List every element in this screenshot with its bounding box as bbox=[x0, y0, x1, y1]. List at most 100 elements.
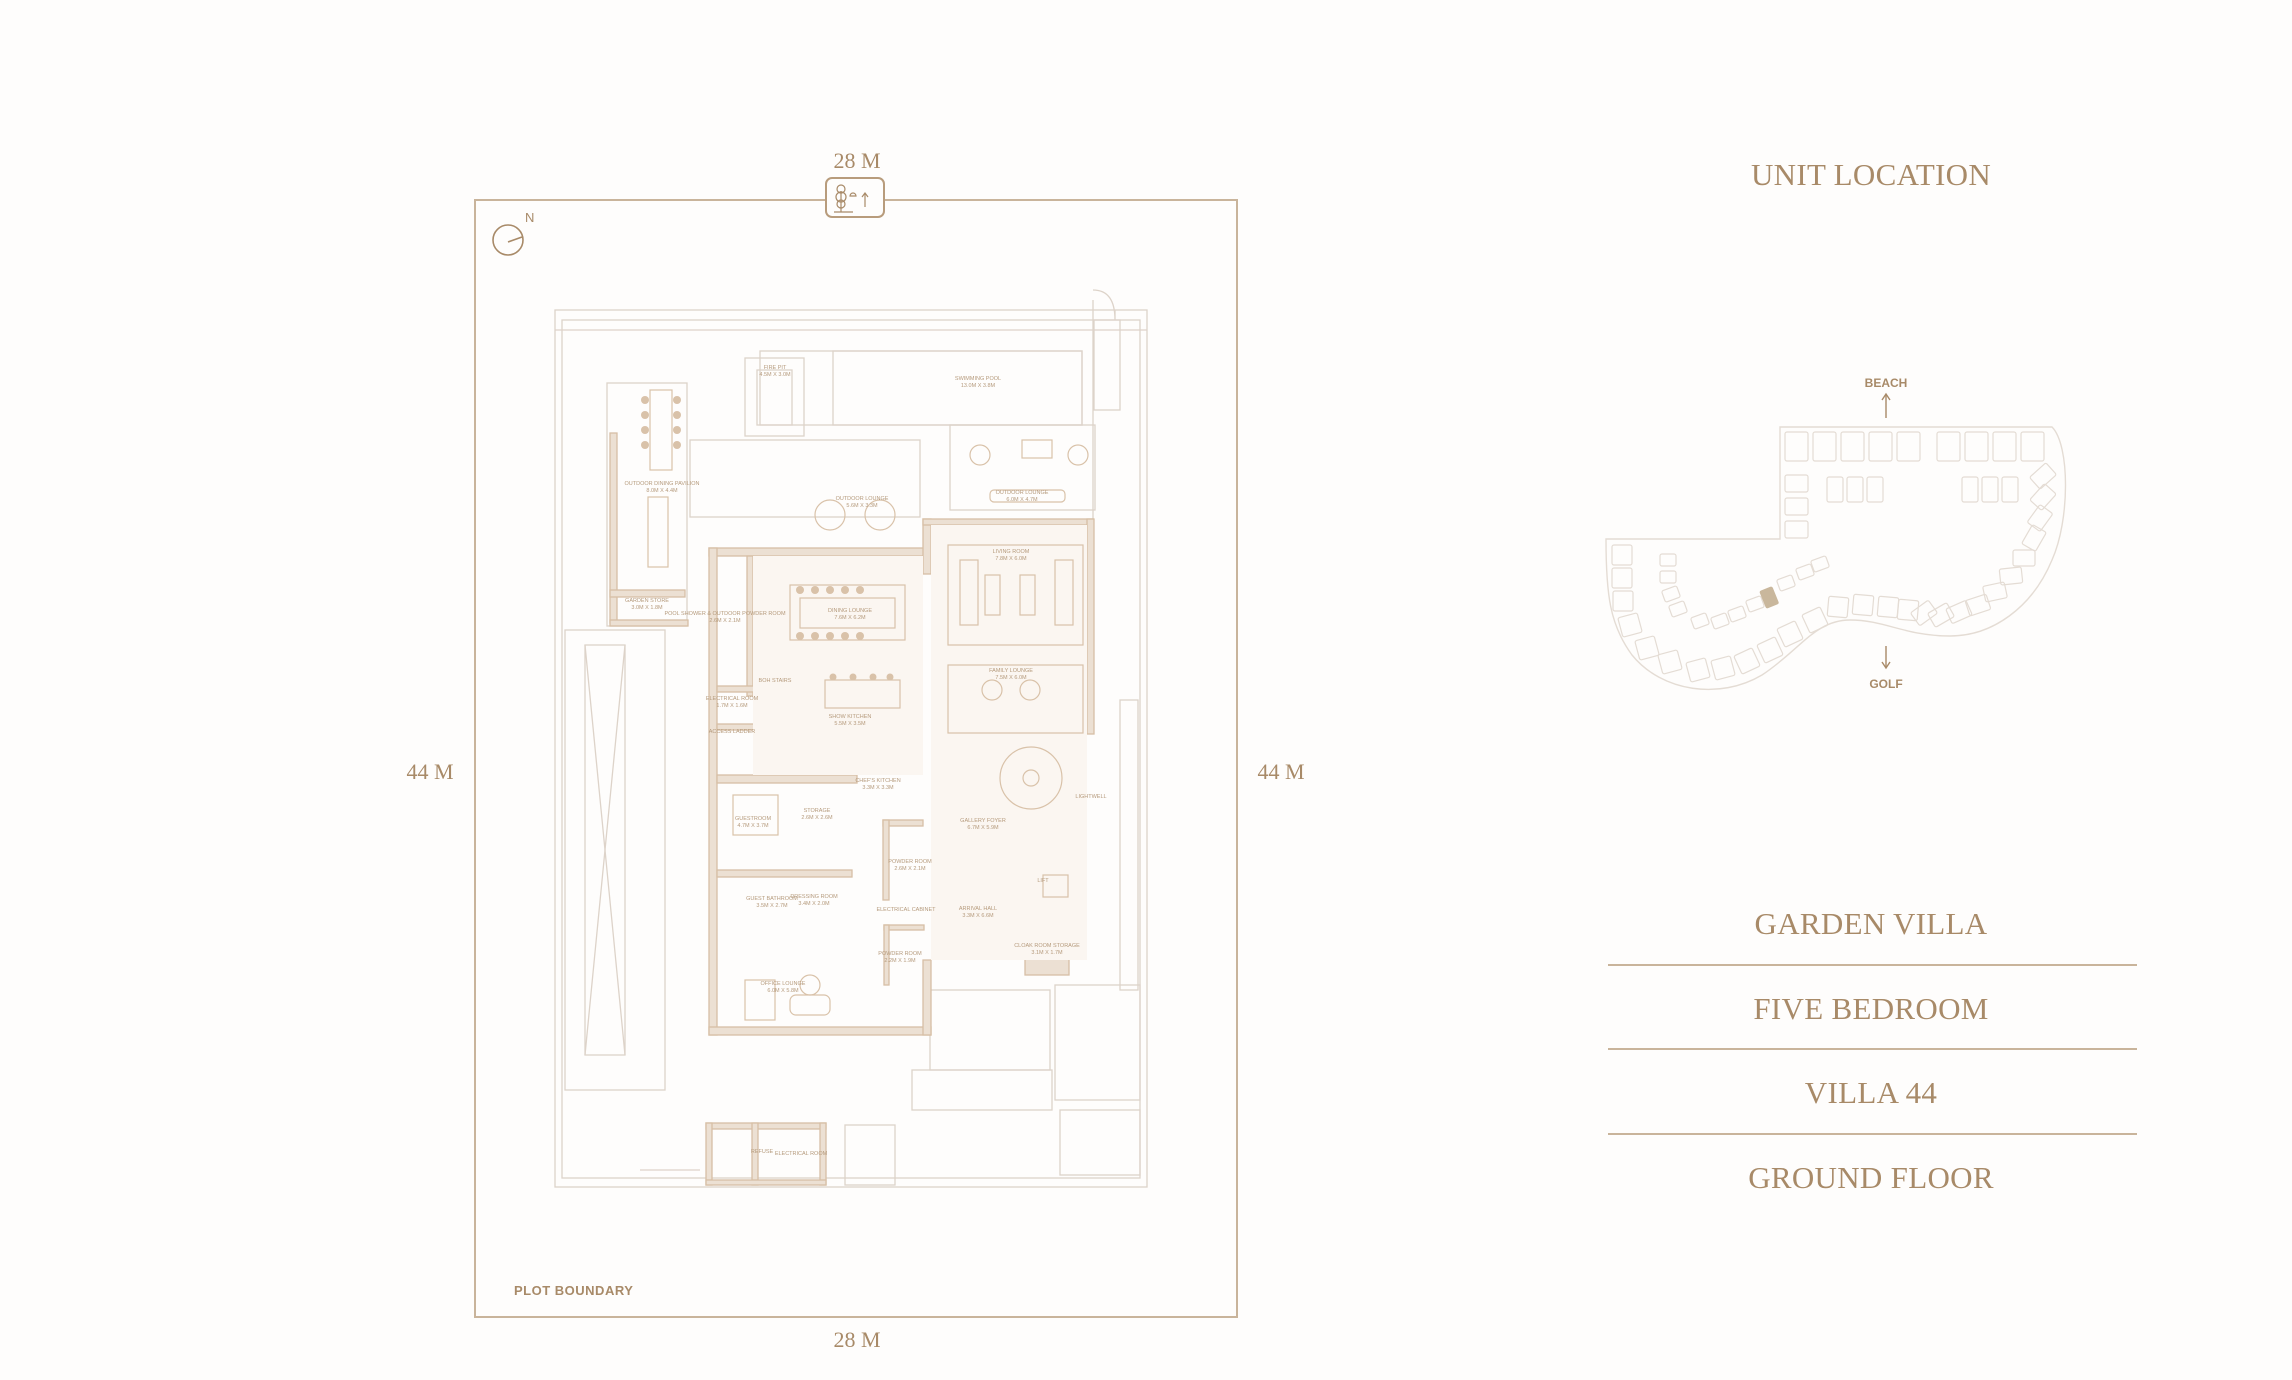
room-label: GUEST BATHROOM bbox=[746, 896, 798, 902]
unit-plot bbox=[1784, 497, 1809, 516]
room-size: 6.7M X 5.9M bbox=[967, 825, 999, 831]
unit-plot bbox=[1611, 567, 1633, 589]
unit-plot bbox=[1936, 431, 1961, 462]
room-size: 6.0M X 5.8M bbox=[767, 988, 799, 994]
park-direction-icon bbox=[825, 177, 885, 218]
unit-plot bbox=[1795, 563, 1815, 581]
room-label: STORAGE bbox=[804, 808, 831, 814]
unit-location-title: UNIT LOCATION bbox=[1750, 157, 1992, 192]
unit-plot bbox=[1657, 649, 1683, 675]
unit-plot bbox=[1998, 566, 2024, 586]
unit-plot bbox=[1745, 595, 1765, 613]
room-label: ELECTRICAL ROOM bbox=[706, 696, 759, 702]
unit-plot bbox=[1776, 574, 1796, 592]
furniture bbox=[647, 389, 1089, 1021]
unit-plot bbox=[1727, 605, 1747, 623]
unit-plot bbox=[1784, 520, 1809, 539]
room-label: LIFT bbox=[1037, 878, 1049, 884]
room-label: LIGHTWELL bbox=[1075, 794, 1106, 800]
room-label: OUTDOOR LOUNGE bbox=[836, 496, 889, 502]
room-size: 7.5M X 6.0M bbox=[995, 675, 1027, 681]
unit-plot bbox=[1961, 476, 1979, 503]
room-label: CLOAK ROOM STORAGE bbox=[1014, 943, 1080, 949]
room-size: 3.5M X 2.7M bbox=[756, 903, 788, 909]
room-size: 13.0M X 3.8M bbox=[961, 383, 996, 389]
room-label: FIRE PIT bbox=[764, 365, 787, 371]
villa-type: GARDEN VILLA bbox=[1754, 906, 1988, 941]
room-size: 2.6M X 2.1M bbox=[709, 618, 741, 624]
unit-plot bbox=[1910, 600, 1938, 626]
bedroom-count: FIVE BEDROOM bbox=[1753, 991, 1989, 1026]
unit-plot bbox=[1776, 620, 1804, 648]
unit-plot bbox=[1710, 655, 1736, 681]
room-label: DRESSING ROOM bbox=[790, 894, 838, 900]
room-label: OUTDOOR LOUNGE bbox=[996, 490, 1049, 496]
chairs bbox=[641, 396, 894, 681]
north-compass-icon bbox=[492, 212, 536, 256]
room-label: ELECTRICAL ROOM bbox=[775, 1151, 828, 1157]
beach-arrow-head bbox=[1881, 392, 1891, 401]
unit-plot bbox=[1801, 606, 1829, 634]
room-label: POWDER ROOM bbox=[878, 951, 922, 957]
unit-plot bbox=[1866, 476, 1884, 503]
villa-number: VILLA 44 bbox=[1804, 1075, 1938, 1110]
unit-plot bbox=[1851, 593, 1875, 617]
unit-plot bbox=[1964, 431, 1989, 462]
unit-plot bbox=[1710, 612, 1730, 630]
room-size: 2.2M X 1.9M bbox=[884, 958, 916, 964]
unit-plot bbox=[1945, 600, 1973, 624]
unit-plot bbox=[2029, 462, 2057, 490]
unit-plot bbox=[1826, 476, 1844, 503]
divider bbox=[1608, 1133, 2137, 1135]
unit-plot bbox=[1634, 635, 1660, 661]
unit-plot bbox=[1659, 570, 1677, 584]
room-size: 7.6M X 6.2M bbox=[834, 615, 866, 621]
left-depth-label: 44 M bbox=[406, 759, 454, 784]
room-label: SWIMMING POOL bbox=[955, 376, 1001, 382]
room-label: POOL SHOWER & OUTDOOR POWDER ROOM bbox=[664, 611, 786, 617]
room-size: 4.5M X 3.0M bbox=[759, 372, 791, 378]
room-label: ACCESS LADDER bbox=[709, 729, 755, 735]
room-size: 8.0M X 4.4M bbox=[646, 488, 678, 494]
room-size: 2.6M X 2.1M bbox=[894, 866, 926, 872]
room-size: 3.0M X 1.8M bbox=[631, 605, 663, 611]
unit-plot bbox=[1668, 600, 1688, 618]
right-depth-label: 44 M bbox=[1257, 759, 1305, 784]
unit-plot bbox=[1846, 476, 1864, 503]
room-label: ELECTRICAL CABINET bbox=[876, 907, 936, 913]
room-size: 7.8M X 6.0M bbox=[995, 556, 1027, 562]
floor-level: GROUND FLOOR bbox=[1748, 1160, 1994, 1195]
golf-label: GOLF bbox=[1869, 677, 1903, 691]
unit-plot bbox=[1896, 598, 1920, 622]
unit-plot bbox=[1812, 431, 1837, 462]
room-label: DINING LOUNGE bbox=[828, 608, 872, 614]
room-label: ARRIVAL HALL bbox=[959, 906, 997, 912]
plot-boundary-label: PLOT BOUNDARY bbox=[514, 1283, 634, 1298]
units bbox=[1611, 431, 2057, 683]
room-size: 4.7M X 3.7M bbox=[737, 823, 769, 829]
room-label: CHEF'S KITCHEN bbox=[855, 778, 900, 784]
room-size: 3.3M X 3.3M bbox=[862, 785, 894, 791]
highlighted-unit[interactable] bbox=[1759, 586, 1779, 609]
community-outline bbox=[1605, 426, 2067, 691]
unit-plot bbox=[1756, 636, 1784, 664]
room-label: GUESTROOM bbox=[735, 816, 771, 822]
room-size: 5.6M X 3.3M bbox=[846, 503, 878, 509]
unit-plot bbox=[1661, 585, 1681, 603]
unit-plot bbox=[1981, 476, 1999, 503]
interior-floor bbox=[753, 525, 1087, 960]
divider bbox=[1608, 1048, 2137, 1050]
room-size: 1.7M X 1.6M bbox=[716, 703, 748, 709]
unit-plot bbox=[1868, 431, 1893, 462]
unit-plot bbox=[1733, 647, 1761, 675]
top-width-label: 28 M bbox=[833, 148, 881, 173]
unit-plot bbox=[1927, 602, 1955, 628]
unit-plot bbox=[1784, 474, 1809, 493]
unit-plot bbox=[2027, 504, 2053, 532]
unit-plot bbox=[1896, 431, 1921, 462]
unit-plot bbox=[1690, 612, 1710, 630]
room-label: SHOW KITCHEN bbox=[829, 714, 872, 720]
room-label: LIVING ROOM bbox=[993, 549, 1030, 555]
